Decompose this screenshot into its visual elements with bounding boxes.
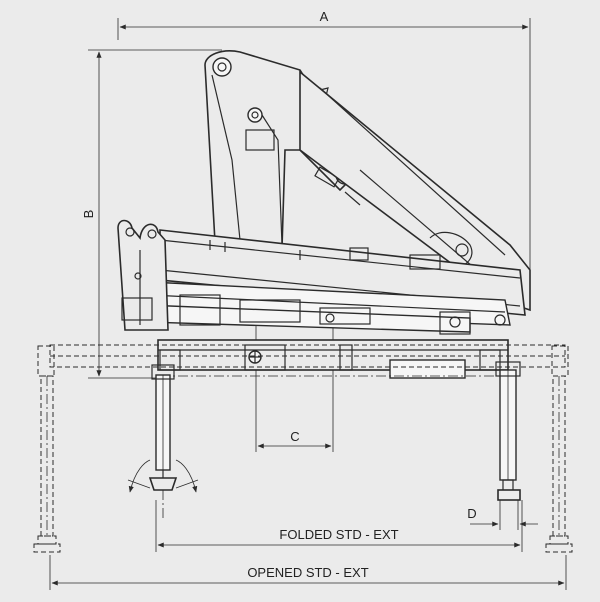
dimension-c-label: C (290, 429, 299, 444)
left-extended-leg (33, 375, 61, 553)
dimension-b: B (81, 49, 222, 379)
dimension-folded: FOLDED STD - EXT (155, 500, 523, 552)
opened-dimension-label: OPENED STD - EXT (247, 565, 368, 580)
right-extended-leg (545, 375, 573, 553)
boom-tip-hook (117, 219, 169, 331)
left-folded-leg (127, 364, 199, 520)
dimension-d: D (467, 500, 538, 530)
crane-column (204, 50, 364, 249)
dimension-a: A (117, 9, 531, 300)
dimension-opened: OPENED STD - EXT (49, 555, 567, 590)
outrigger-beam-extended (37, 344, 569, 377)
dimension-d-label: D (467, 506, 476, 521)
dimension-a-label: A (320, 9, 329, 24)
right-folded-leg (495, 361, 521, 501)
folded-dimension-label: FOLDED STD - EXT (279, 527, 398, 542)
dimension-b-label: B (81, 210, 96, 219)
main-boom (299, 70, 531, 312)
